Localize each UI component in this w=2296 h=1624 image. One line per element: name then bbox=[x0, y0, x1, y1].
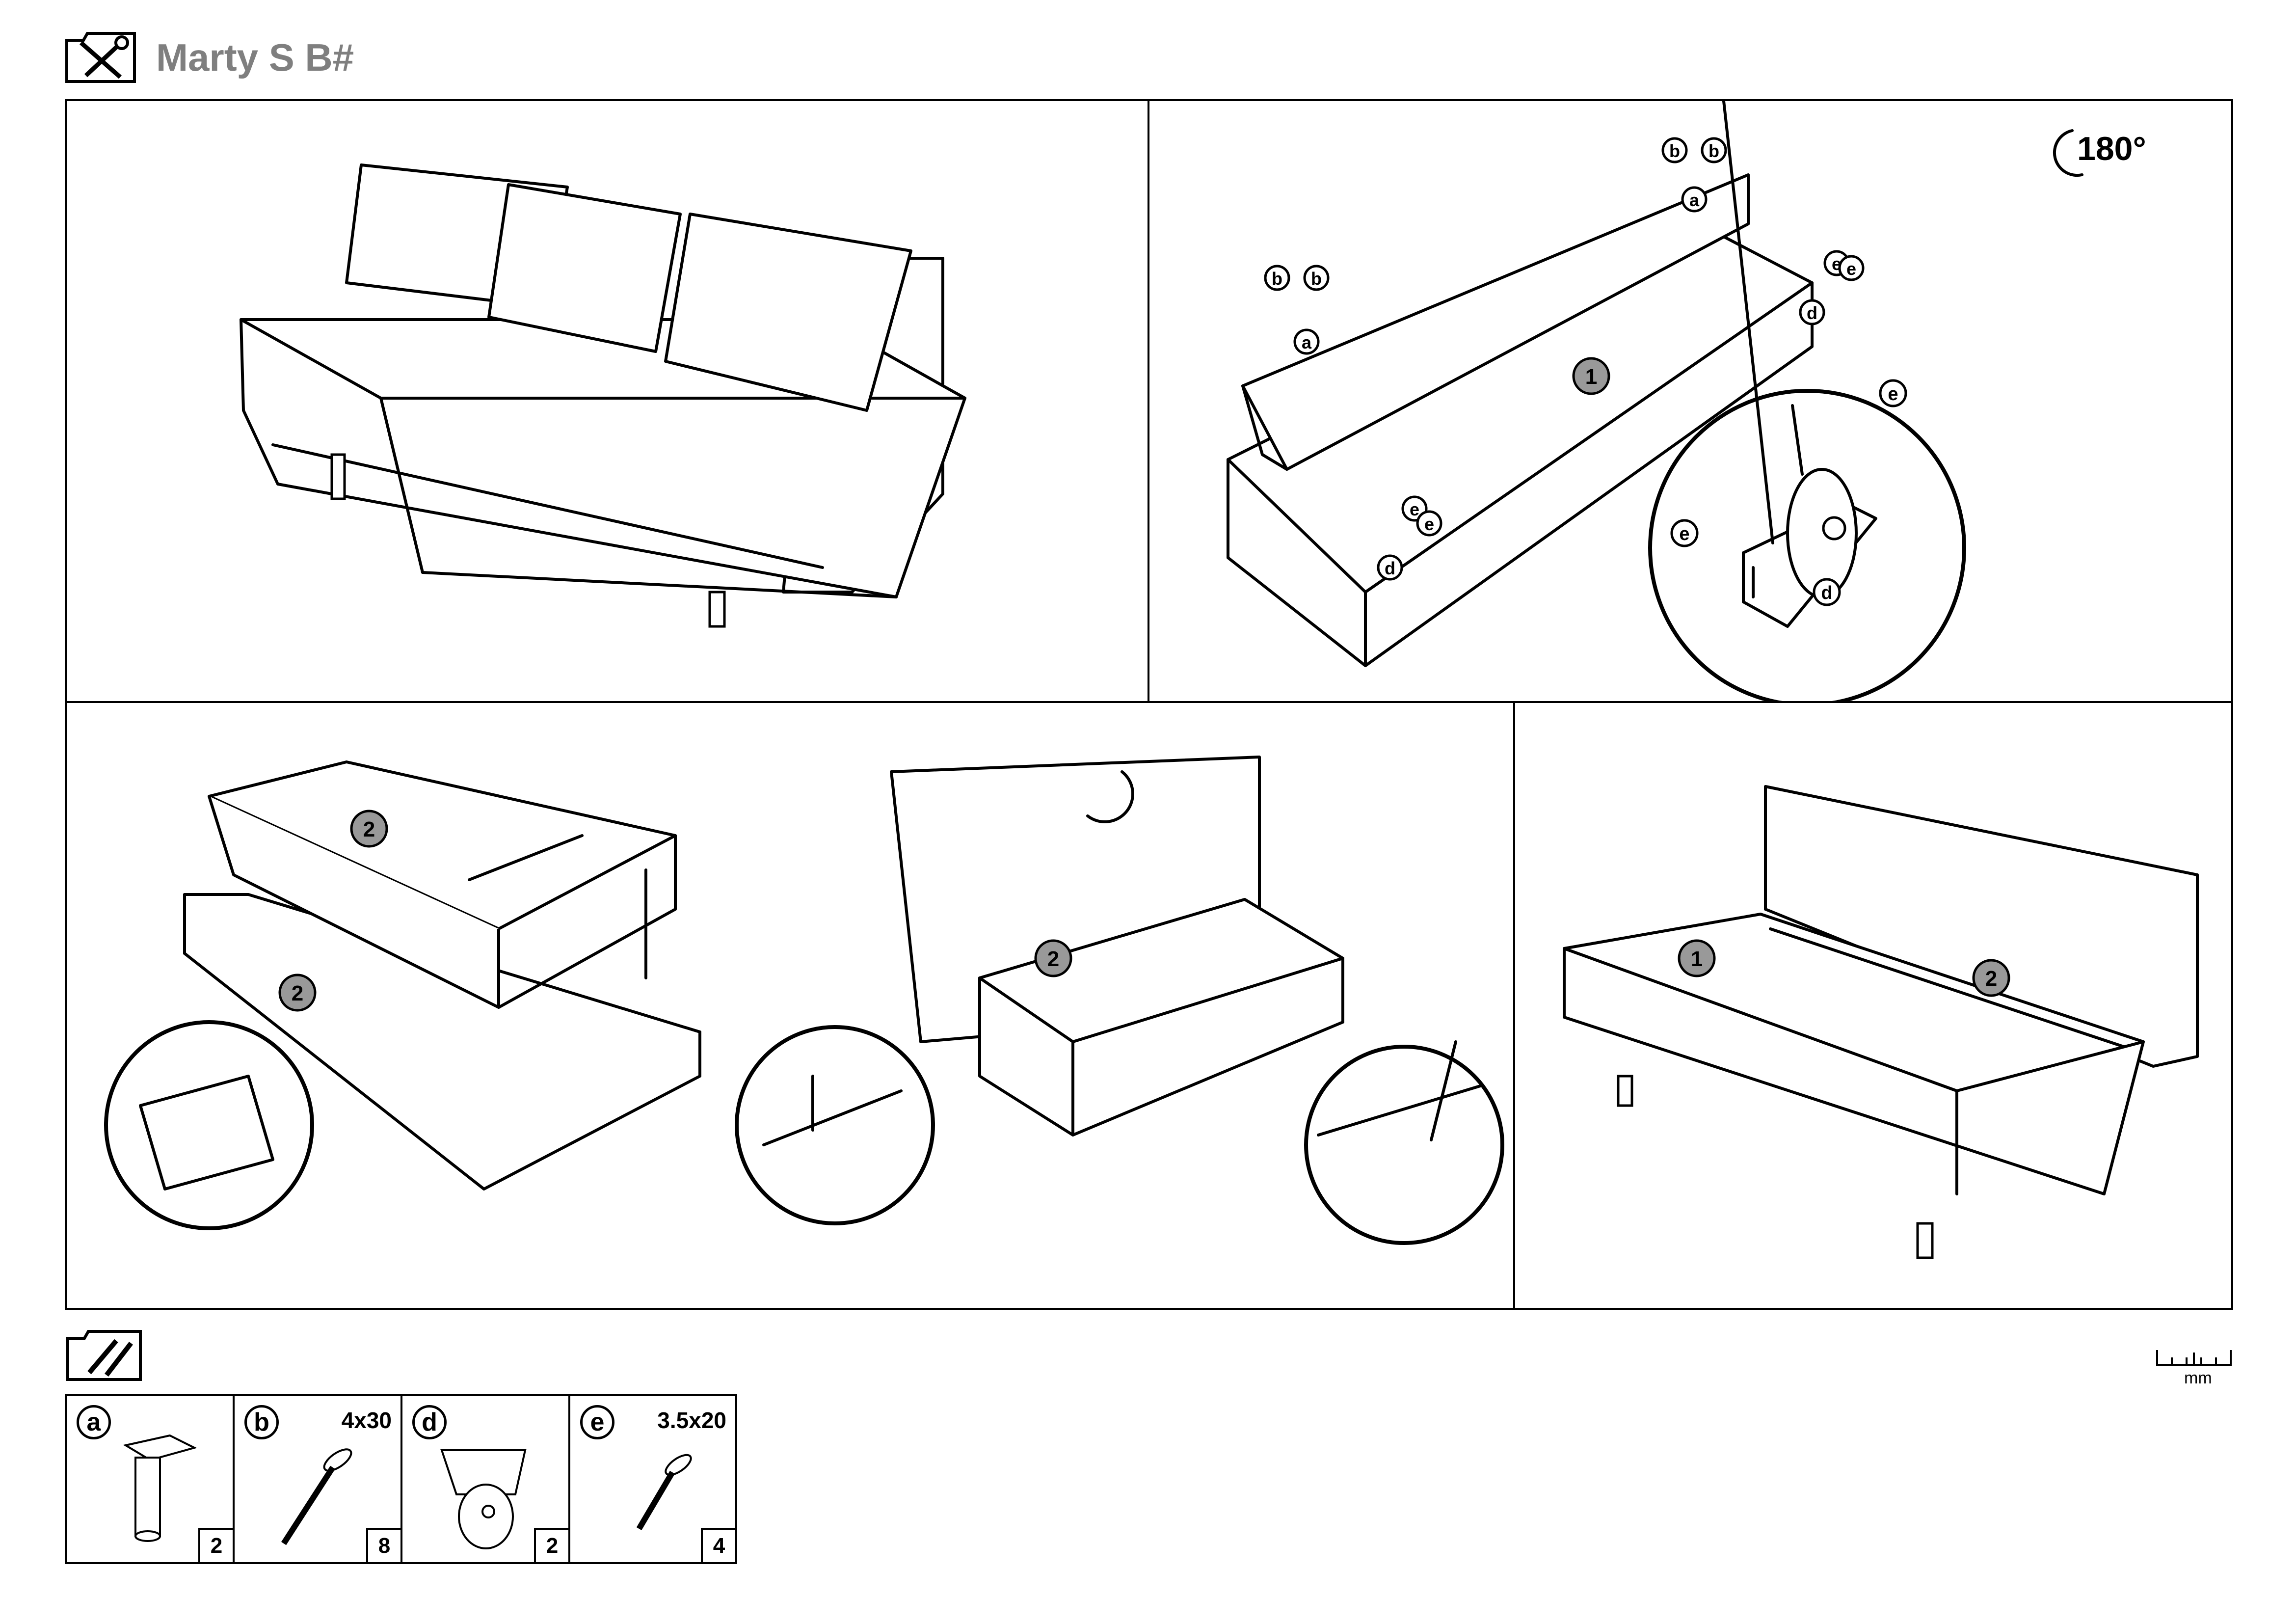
svg-text:2: 2 bbox=[1047, 947, 1059, 971]
svg-text:d: d bbox=[1385, 558, 1395, 578]
part-quantity: 2 bbox=[198, 1528, 233, 1562]
part-letter: b bbox=[244, 1405, 279, 1439]
sofa-illustration bbox=[240, 163, 966, 628]
svg-text:e: e bbox=[1888, 384, 1898, 405]
svg-text:b: b bbox=[1311, 269, 1322, 289]
parts-table: a 2 b 4x30 8 d 2 e 3.5x20 bbox=[65, 1394, 737, 1564]
svg-text:e: e bbox=[1832, 254, 1842, 274]
hinge-detail-circle-2 bbox=[735, 1025, 935, 1225]
part-cell-e: e 3.5x20 4 bbox=[568, 1394, 737, 1564]
svg-text:b: b bbox=[1272, 269, 1282, 289]
tools-icon bbox=[64, 30, 137, 84]
panel-final-assembly: 1 2 bbox=[1513, 701, 2233, 1310]
svg-text:d: d bbox=[1821, 583, 1832, 603]
part-letter: d bbox=[412, 1405, 447, 1439]
svg-text:e: e bbox=[1679, 524, 1689, 544]
hinge-detail-circle-1 bbox=[104, 1020, 314, 1230]
svg-text:1: 1 bbox=[1691, 947, 1703, 971]
rotation-label: 180° bbox=[2077, 130, 2146, 167]
part-quantity: 2 bbox=[534, 1528, 568, 1562]
svg-text:d: d bbox=[1807, 303, 1817, 323]
panel-attach-box: 2 2 2 bbox=[65, 701, 1515, 1310]
svg-text:e: e bbox=[1410, 499, 1419, 519]
screw-icon bbox=[281, 1448, 352, 1545]
hinge-detail-circle-3 bbox=[1304, 1045, 1504, 1245]
svg-text:2: 2 bbox=[292, 981, 303, 1005]
svg-text:a: a bbox=[1302, 332, 1312, 352]
ruler-unit-label: mm bbox=[2184, 1369, 2212, 1387]
caster-icon bbox=[440, 1449, 527, 1549]
part-size: 3.5x20 bbox=[657, 1407, 726, 1433]
svg-text:e: e bbox=[1424, 514, 1434, 534]
part-size: 4x30 bbox=[341, 1407, 392, 1433]
step-badge-1: 1 bbox=[1585, 365, 1597, 389]
part-letter: a bbox=[77, 1405, 111, 1439]
panel-install-casters: 1 180° b b a b b a bbox=[1148, 99, 2233, 707]
screw-icon bbox=[636, 1454, 692, 1531]
svg-text:b: b bbox=[1709, 141, 1719, 161]
panel-assembled-sofa bbox=[65, 99, 1149, 703]
box-hinge-illustration: 2 2 2 bbox=[104, 756, 1504, 1245]
part-letter: e bbox=[580, 1405, 614, 1439]
part-quantity: 8 bbox=[366, 1528, 400, 1562]
part-quantity: 4 bbox=[701, 1528, 735, 1562]
part-cell-a: a 2 bbox=[65, 1394, 235, 1564]
final-sofa-illustration: 1 2 bbox=[1563, 785, 2199, 1259]
step-badge-2: 2 bbox=[363, 817, 375, 841]
page-title: Marty S B# bbox=[156, 36, 354, 79]
leg-icon bbox=[123, 1434, 197, 1542]
ruler-mm: mm bbox=[2155, 1345, 2233, 1389]
frame-illustration: 1 180° bbox=[1227, 100, 2146, 707]
svg-text:b: b bbox=[1669, 141, 1680, 161]
part-cell-d: d 2 bbox=[400, 1394, 570, 1564]
screws-icon bbox=[65, 1328, 143, 1382]
svg-text:a: a bbox=[1689, 190, 1700, 210]
svg-text:e: e bbox=[1846, 259, 1856, 279]
svg-text:2: 2 bbox=[1985, 967, 1997, 991]
part-cell-b: b 4x30 8 bbox=[233, 1394, 402, 1564]
